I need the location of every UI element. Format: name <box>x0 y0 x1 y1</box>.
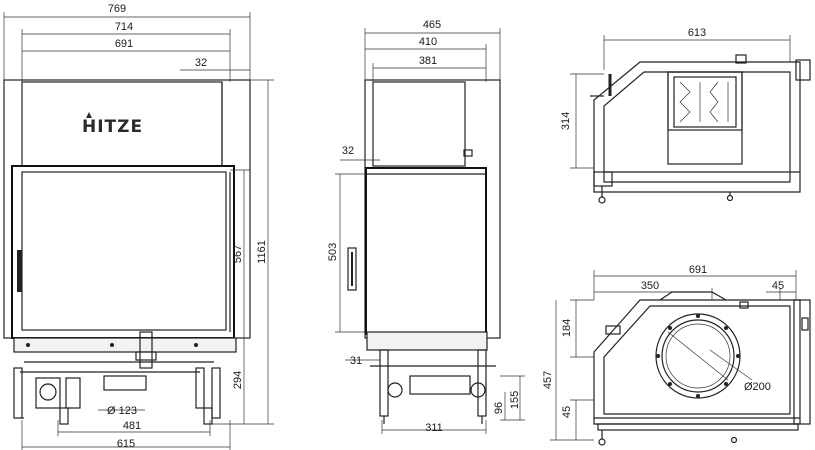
dim-front-567: 567 <box>232 245 244 263</box>
dim-bottom-457: 457 <box>542 371 554 389</box>
side-legs <box>370 349 496 424</box>
front-view: HITZE 769 714 691 32 567 1161 <box>3 3 274 450</box>
front-door-handle <box>17 250 22 292</box>
side-outer-body <box>364 79 501 339</box>
side-door <box>365 167 487 335</box>
dim-front-294: 294 <box>232 371 244 389</box>
flame-icon <box>86 112 92 118</box>
front-lever <box>139 331 153 369</box>
dim-bottom-350: 350 <box>641 280 659 292</box>
dim-side-311: 311 <box>425 422 443 434</box>
front-glass <box>21 171 227 331</box>
dim-bottom-184: 184 <box>561 319 573 337</box>
dim-side-155: 155 <box>509 391 521 409</box>
dim-side-96: 96 <box>493 402 505 414</box>
bottom-flue-inner <box>665 323 731 389</box>
dim-front-481: 481 <box>123 420 141 432</box>
dim-side-465: 465 <box>423 19 441 31</box>
front-ash-bar <box>13 337 237 353</box>
side-view: 465 410 381 32 503 31 96 155 311 <box>327 19 525 434</box>
front-legs <box>13 361 221 425</box>
bottom-flue-collar <box>659 291 727 301</box>
front-door <box>11 165 235 339</box>
dim-front-615: 615 <box>117 438 135 450</box>
dim-front-714: 714 <box>115 21 133 33</box>
dim-side-503: 503 <box>327 243 339 261</box>
side-dim-lines <box>335 28 525 434</box>
dim-top-613: 613 <box>688 27 706 39</box>
dim-bottom-45-top: 45 <box>772 280 784 292</box>
top-dim-lines <box>570 35 791 169</box>
dim-bottom-691: 691 <box>689 264 707 276</box>
dim-front-1161: 1161 <box>256 240 268 264</box>
bottom-outline <box>593 299 801 425</box>
dim-front-769: 769 <box>108 3 126 15</box>
brand-logo: HITZE <box>82 117 143 137</box>
dim-front-d123: Ø 123 <box>107 405 137 417</box>
dim-side-381: 381 <box>419 55 437 67</box>
dim-side-32: 32 <box>342 145 354 157</box>
dim-front-32: 32 <box>195 57 207 69</box>
bottom-flue-bolts <box>656 314 740 398</box>
top-firebox <box>667 71 743 165</box>
top-outline <box>593 61 801 193</box>
dim-side-31: 31 <box>350 355 362 367</box>
side-upper-panel <box>372 81 466 167</box>
dim-front-691: 691 <box>115 38 133 50</box>
side-handle <box>347 247 357 291</box>
dim-top-314: 314 <box>560 112 572 130</box>
side-ash-bar <box>366 331 488 351</box>
top-grate <box>673 76 737 128</box>
top-view: 613 314 <box>560 27 811 204</box>
dim-bottom-45: 45 <box>561 406 573 418</box>
bottom-view: 691 350 45 184 457 45 Ø200 <box>542 264 811 446</box>
dim-side-410: 410 <box>419 36 437 48</box>
dim-bottom-d200: Ø200 <box>744 381 771 393</box>
